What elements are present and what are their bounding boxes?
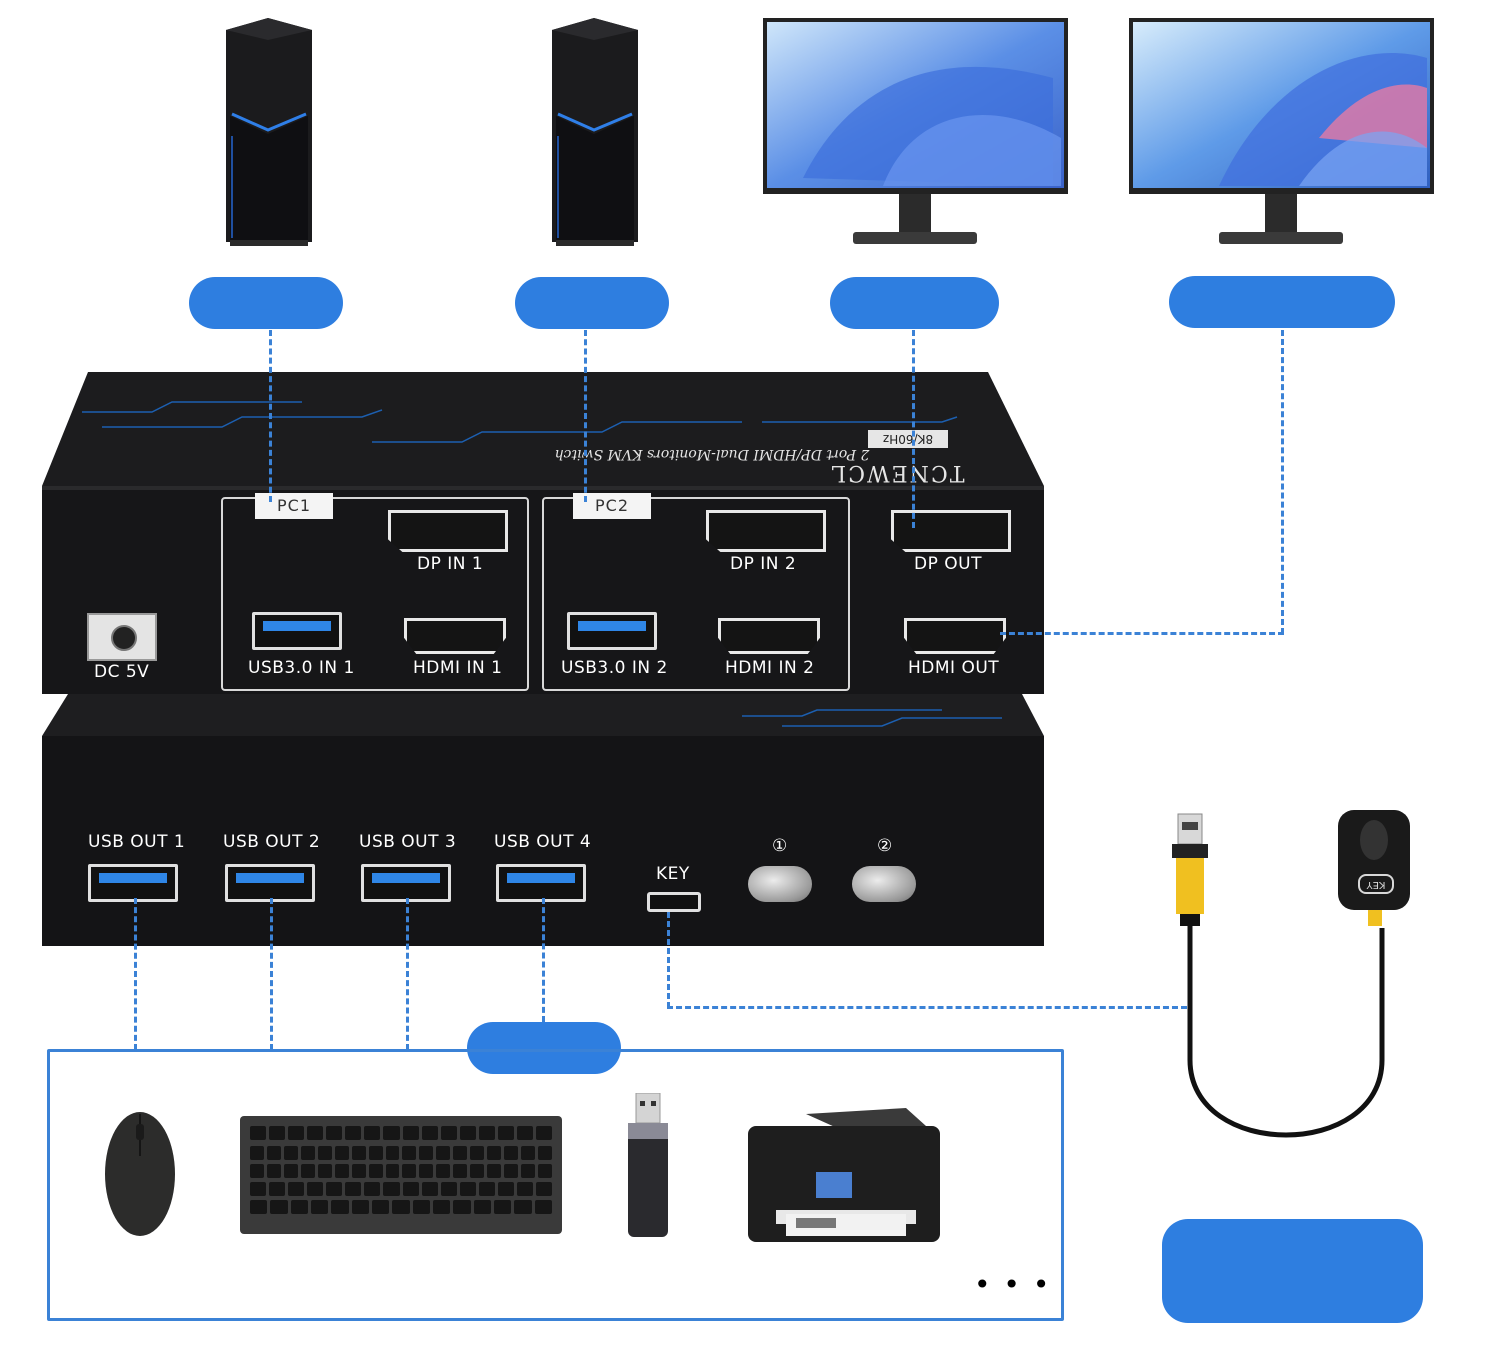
switch-button-1-label: ① <box>772 836 788 856</box>
dp-connector-line <box>912 330 915 528</box>
dp-cable-badge <box>830 277 999 329</box>
usb-out-3-port[interactable] <box>361 864 451 902</box>
switch-button-2-label: ② <box>877 836 893 856</box>
usb3-in-1-port[interactable] <box>252 612 342 650</box>
remote-key-label: KEY <box>1358 874 1394 894</box>
usb-out-1-label: USB OUT 1 <box>88 832 186 852</box>
remote-badge <box>1162 1219 1423 1323</box>
key-port-label: KEY <box>656 864 690 884</box>
more-devices-ellipsis: • • • <box>974 1268 1052 1301</box>
dp-in-1-label: DP IN 1 <box>417 554 484 574</box>
pc1-tag: PC1 <box>255 493 333 519</box>
pc2-connector-line <box>584 330 587 502</box>
hdmi-in-1-label: HDMI IN 1 <box>413 658 503 678</box>
switch-button-2[interactable] <box>852 866 916 902</box>
hdmi-connector-line-h <box>1000 632 1284 635</box>
hdmi-cable-badge <box>1169 276 1395 328</box>
remote-key-cable: KEY <box>1150 810 1430 1180</box>
dp-in-1-port[interactable] <box>388 510 508 552</box>
printer-icon <box>746 1106 942 1252</box>
usb-out-2-connector-line <box>270 898 273 1050</box>
dc-jack[interactable] <box>87 613 157 661</box>
usb-out-4-port[interactable] <box>496 864 586 902</box>
pc1-connector-line <box>269 330 272 502</box>
mouse-icon <box>103 1110 177 1238</box>
usb-out-2-port[interactable] <box>225 864 315 902</box>
switch-button-1[interactable] <box>748 866 812 902</box>
dp-in-2-label: DP IN 2 <box>730 554 797 574</box>
dc-label: DC 5V <box>94 662 150 682</box>
usb-out-4-connector-line <box>542 898 545 1022</box>
pc-tower-2 <box>544 16 646 248</box>
key-connector-line-v <box>667 912 670 1008</box>
usb-out-1-connector-line <box>134 898 137 1050</box>
usb-drive-icon <box>624 1092 672 1239</box>
hdmi-in-2-port[interactable] <box>718 618 820 654</box>
usb3-in-1-label: USB3.0 IN 1 <box>248 658 355 678</box>
keyboard-icon <box>240 1116 562 1234</box>
peripherals-box <box>47 1049 1064 1321</box>
monitor-2 <box>1129 18 1434 250</box>
monitor-1 <box>763 18 1068 250</box>
pc1-port-group <box>221 497 529 691</box>
hdmi-in-2-label: HDMI IN 2 <box>725 658 815 678</box>
pc-tower-1 <box>218 16 320 248</box>
usb-out-4-label: USB OUT 4 <box>494 832 592 852</box>
hdmi-out-label: HDMI OUT <box>908 658 1000 678</box>
key-port[interactable] <box>647 892 701 912</box>
dp-out-port[interactable] <box>891 510 1011 552</box>
kvm-switch-front <box>42 694 1044 946</box>
usb-out-2-label: USB OUT 2 <box>223 832 321 852</box>
hdmi-in-1-port[interactable] <box>404 618 506 654</box>
hdmi-out-port[interactable] <box>904 618 1006 654</box>
dp-in-2-port[interactable] <box>706 510 826 552</box>
key-connector-line-h <box>667 1006 1187 1009</box>
pc1-cable-badge <box>189 277 343 329</box>
usb3-in-2-port[interactable] <box>567 612 657 650</box>
pc2-cable-badge <box>515 277 669 329</box>
usb-out-3-connector-line <box>406 898 409 1050</box>
usb-out-1-port[interactable] <box>88 864 178 902</box>
usb-out-3-label: USB OUT 3 <box>359 832 457 852</box>
pc2-port-group <box>542 497 850 691</box>
brand-logo: TCNEWCL <box>829 460 965 485</box>
usb-peripherals-badge <box>467 1022 621 1074</box>
dp-out-label: DP OUT <box>914 554 982 574</box>
hdmi-connector-line-v <box>1281 330 1284 634</box>
pc2-tag: PC2 <box>573 493 651 519</box>
usb3-in-2-label: USB3.0 IN 2 <box>561 658 668 678</box>
